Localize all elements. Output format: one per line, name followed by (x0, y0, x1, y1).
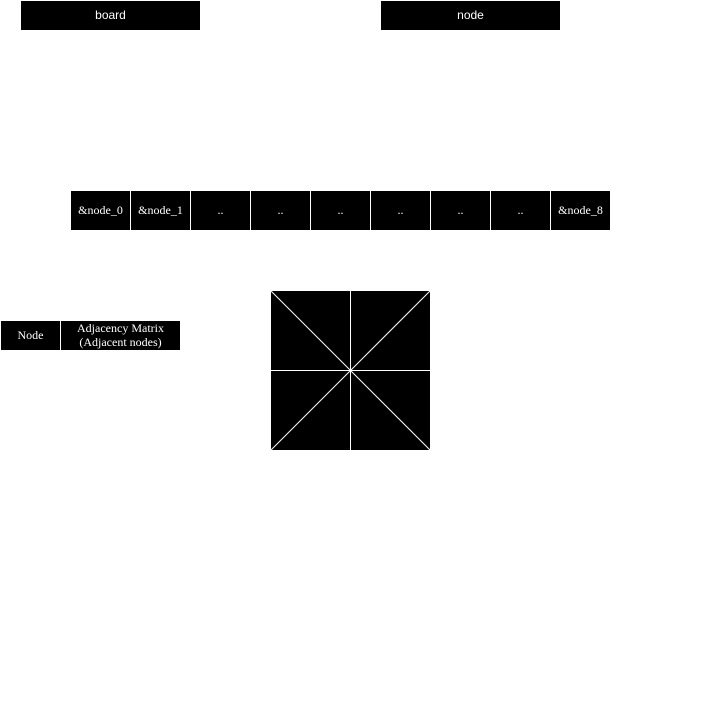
array-cell: .. (431, 191, 490, 230)
array-cell: &node_8 (551, 191, 610, 230)
adjacency-grid-diagram (270, 290, 431, 451)
array-cell: .. (311, 191, 370, 230)
array-cell: &node_0 (71, 191, 130, 230)
board-label: board (95, 7, 126, 22)
node-pointer-array: &node_0 &node_1 .. .. .. .. .. .. &node_… (71, 191, 610, 230)
legend-node-label: Node (17, 327, 44, 342)
array-cell: .. (491, 191, 550, 230)
legend-adjacency-box: Adjacency Matrix (Adjacent nodes) (61, 321, 180, 350)
array-cell: .. (371, 191, 430, 230)
array-cell: &node_1 (131, 191, 190, 230)
legend-node-box: Node (1, 321, 60, 350)
node-label: node (457, 7, 484, 22)
legend-adjacency-label-line1: Adjacency Matrix (77, 320, 164, 335)
board-label-box: board (21, 1, 200, 30)
array-cell: .. (251, 191, 310, 230)
node-label-box: node (381, 1, 560, 30)
legend-adjacency-label-line2: (Adjacent nodes) (79, 334, 162, 349)
grid-antidiagonal-line (270, 290, 431, 451)
array-cell: .. (191, 191, 250, 230)
